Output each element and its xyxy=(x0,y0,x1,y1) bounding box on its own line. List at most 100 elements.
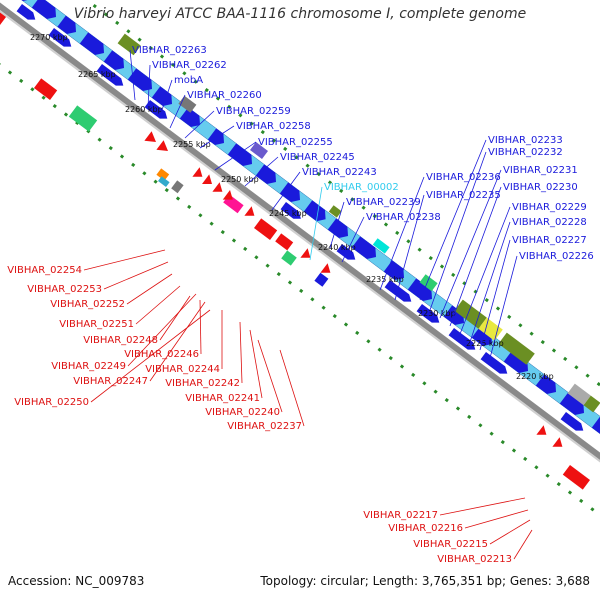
reverse-gene-label: VIBHAR_02240 xyxy=(205,407,280,418)
reverse-gene-label: VIBHAR_02250 xyxy=(14,397,89,408)
green-feature xyxy=(419,274,438,292)
forward-gene-label: VIBHAR_02245 xyxy=(280,152,355,163)
inner-gene xyxy=(480,352,508,374)
reverse-gene xyxy=(34,78,58,100)
reverse-gene-label: VIBHAR_02217 xyxy=(363,510,438,521)
scale-tick-label: 2255 kbp xyxy=(173,140,211,149)
reverse-gene-arrow xyxy=(536,425,547,435)
scale-tick-label: 2230 kbp xyxy=(418,309,456,318)
forward-gene-label: VIBHAR_02263 xyxy=(132,45,207,56)
reverse-gene-label: VIBHAR_02215 xyxy=(413,539,488,550)
reverse-gene xyxy=(562,465,590,490)
forward-gene-label: VIBHAR_02243 xyxy=(302,167,377,178)
reverse-gene-label: VIBHAR_02246 xyxy=(124,349,199,360)
olive-feature xyxy=(498,332,535,365)
forward-gene-label: VIBHAR_02260 xyxy=(187,90,262,101)
reverse-gene-label: VIBHAR_02216 xyxy=(388,523,463,534)
reverse-gene-label: VIBHAR_02237 xyxy=(227,421,302,432)
scale-tick-label: 2225 kbp xyxy=(466,339,504,348)
scale-tick-label: 2270 kbp xyxy=(30,33,68,42)
forward-gene xyxy=(383,260,404,280)
forward-gene-label-leader xyxy=(439,169,502,319)
forward-gene xyxy=(31,0,56,19)
scale-tick-label: 2245 kbp xyxy=(269,209,307,218)
forward-gene xyxy=(179,107,200,127)
forward-gene-label: VIBHAR_02258 xyxy=(236,121,311,132)
reverse-gene-label-leader xyxy=(83,249,166,271)
forward-gene-label-leader xyxy=(469,221,511,343)
forward-gene xyxy=(327,218,348,238)
forward-gene xyxy=(207,128,224,145)
grey-feature xyxy=(567,383,591,406)
inner-gene xyxy=(280,202,301,219)
reverse-gene-label-leader xyxy=(90,309,211,403)
forward-gene xyxy=(351,236,376,259)
forward-gene xyxy=(503,350,528,373)
forward-gene-label: mobA xyxy=(174,75,203,86)
reverse-gene-label-leader xyxy=(126,273,173,305)
forward-gene-label: VIBHAR_02238 xyxy=(366,212,441,223)
forward-gene-label-leader xyxy=(429,151,487,311)
reverse-gene-label-leader xyxy=(464,509,529,529)
inner-gene xyxy=(144,100,168,119)
inner-gene xyxy=(48,28,72,47)
forward-gene xyxy=(79,32,104,55)
forward-gene xyxy=(127,68,152,91)
reverse-gene-label: VIBHAR_02244 xyxy=(145,364,220,375)
reverse-gene-arrow xyxy=(222,190,233,200)
reverse-gene-label-leader xyxy=(135,285,181,325)
forward-gene-label: VIBHAR_02262 xyxy=(152,60,227,71)
forward-gene-label-leader xyxy=(379,176,425,291)
reverse-gene-label: VIBHAR_02213 xyxy=(437,554,512,565)
forward-gene-label-leader xyxy=(309,186,323,261)
reverse-gene xyxy=(0,12,6,26)
genome-backbone-shadow xyxy=(0,9,600,463)
forward-gene xyxy=(151,86,172,106)
forward-gene-label: VIBHAR_02231 xyxy=(503,165,578,176)
forward-gene xyxy=(57,15,76,34)
forward-gene xyxy=(471,326,492,346)
forward-gene-label-leader xyxy=(147,64,151,109)
forward-gene xyxy=(279,182,300,202)
forward-gene xyxy=(21,0,28,1)
forward-gene-label-leader xyxy=(489,255,518,359)
reverse-gene-label-leader xyxy=(149,301,206,382)
reverse-gene-label-leader xyxy=(257,339,283,413)
reverse-gene-arrow xyxy=(212,182,223,192)
forward-gene-label: VIBHAR_02239 xyxy=(346,197,421,208)
scale-tick-label: 2260 kbp xyxy=(125,105,163,114)
forward-gene-label-leader xyxy=(329,201,345,249)
reverse-gene-label-leader xyxy=(489,519,531,545)
forward-gene-label: VIBHAR_02229 xyxy=(512,202,587,213)
forward-gene-label-leader xyxy=(479,239,511,351)
forward-gene-label-leader xyxy=(244,156,279,187)
forward-gene-label-leader xyxy=(459,206,511,335)
forward-gene-label: VIBHAR_02259 xyxy=(216,106,291,117)
reverse-gene-arrow xyxy=(202,174,212,184)
reverse-gene-arrow xyxy=(552,437,563,447)
forward-gene xyxy=(255,164,276,184)
forward-gene-label: VIBHAR_02236 xyxy=(426,172,501,183)
forward-gene-label-leader xyxy=(199,125,235,149)
reverse-gene-label-leader xyxy=(279,349,305,427)
green-feature xyxy=(68,105,98,132)
forward-gene-label: VIBHAR_02227 xyxy=(512,235,587,246)
scale-tick-label: 2240 kbp xyxy=(318,243,356,252)
scale-tick-label: 2250 kbp xyxy=(221,175,259,184)
inner-gene xyxy=(448,328,476,350)
forward-gene xyxy=(227,143,252,166)
forward-gene-label-leader xyxy=(419,139,487,301)
olive-feature xyxy=(454,299,487,329)
grey-feature xyxy=(171,180,184,194)
reverse-gene xyxy=(275,233,294,251)
lower-dotted-track xyxy=(0,63,600,517)
scale-tick-label: 2265 kbp xyxy=(78,70,116,79)
reverse-gene-label-leader xyxy=(513,529,533,560)
forward-gene-label-leader xyxy=(159,79,173,117)
reverse-gene-arrow xyxy=(300,248,311,258)
forward-gene-label: VIBHAR_02233 xyxy=(488,135,563,146)
genome-backbone xyxy=(0,2,600,460)
reverse-gene-label-leader xyxy=(249,329,263,399)
